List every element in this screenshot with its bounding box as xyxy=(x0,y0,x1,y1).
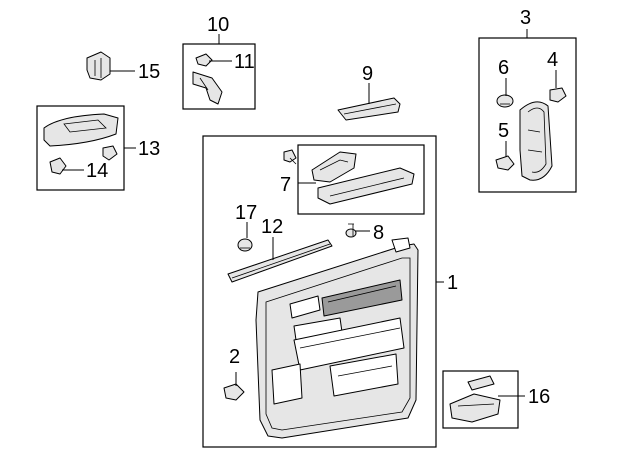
clip-part-13b xyxy=(102,145,118,161)
clip-part-6 xyxy=(496,94,514,108)
callout-10: 10 xyxy=(207,14,229,36)
switch-bezel-part-13 xyxy=(43,113,119,147)
callout-2: 2 xyxy=(229,346,240,368)
door-trim-panel-part-1 xyxy=(255,237,419,439)
trim-strip-part-9 xyxy=(337,97,401,121)
callout-14: 14 xyxy=(86,160,108,182)
clip-part-4 xyxy=(549,87,567,103)
clip-part-14 xyxy=(49,157,67,175)
pillar-trim-part-3 xyxy=(519,101,553,181)
callout-6: 6 xyxy=(498,57,509,79)
callout-12: 12 xyxy=(261,216,283,238)
armrest-group-box xyxy=(297,144,425,215)
clip-part-2 xyxy=(223,383,245,401)
callout-11: 11 xyxy=(234,51,255,73)
cup-holder-group-box xyxy=(442,370,519,429)
callout-1: 1 xyxy=(447,272,458,294)
screw-part-8 xyxy=(345,223,357,238)
callout-8: 8 xyxy=(373,222,384,244)
callout-4: 4 xyxy=(547,49,558,71)
callout-15: 15 xyxy=(138,61,160,83)
callout-3: 3 xyxy=(520,7,531,29)
molding-part-12 xyxy=(227,239,333,283)
clip-part-15 xyxy=(86,51,111,81)
screw-top-left xyxy=(283,149,297,165)
callout-5: 5 xyxy=(498,120,509,142)
callout-17: 17 xyxy=(235,202,257,224)
armrest-part-7 xyxy=(311,151,415,205)
clip-part-17 xyxy=(237,238,253,252)
callout-16: 16 xyxy=(528,386,550,408)
door-panel-group-box xyxy=(202,135,437,448)
bracket-part-10 xyxy=(192,71,223,105)
callout-13: 13 xyxy=(138,138,160,160)
clip-part-5 xyxy=(495,155,515,171)
screw-part-11 xyxy=(195,53,213,67)
callout-7: 7 xyxy=(280,174,291,196)
cup-holder-part-16 xyxy=(449,375,501,423)
callout-9: 9 xyxy=(362,63,373,85)
